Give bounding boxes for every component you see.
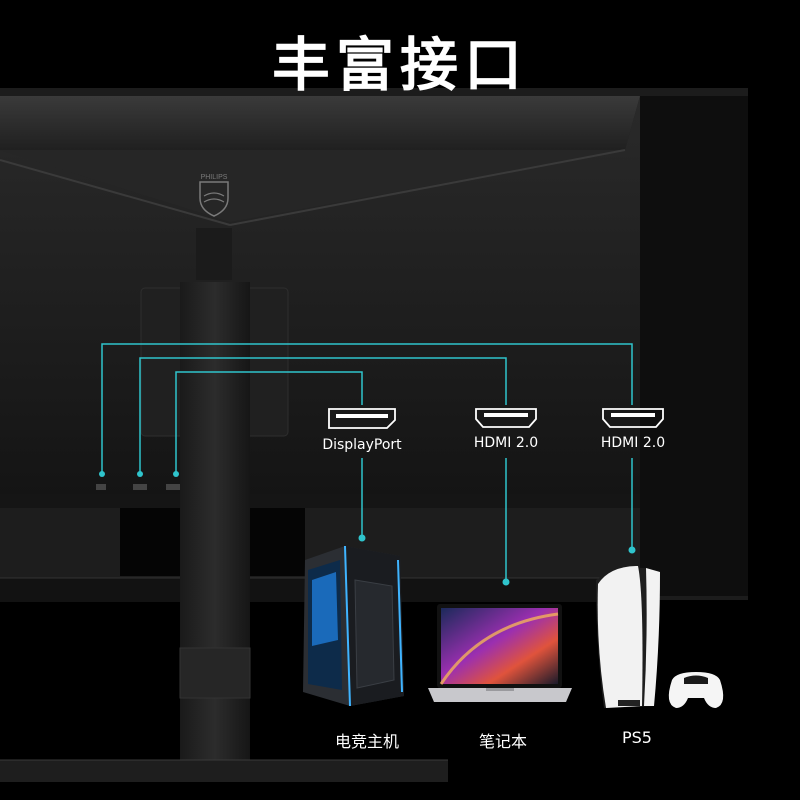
gaming-pc-icon [303,545,404,707]
hdmi-icon-2 [602,408,664,428]
monitor-stand [0,228,448,782]
ps5-console-icon [596,566,660,708]
device-label-ps5: PS5 [622,728,652,747]
port-label-displayport: DisplayPort [322,437,402,453]
monitor-back [0,88,748,602]
connector-lines [101,343,633,582]
port-label-hdmi-1: HDMI 2.0 [473,435,539,451]
hdmi-icon-1 [475,408,537,428]
ps5-controller-icon [668,672,724,708]
displayport-icon [328,408,396,429]
port-label-hdmi-2: HDMI 2.0 [600,435,666,451]
device-label-laptop: 笔记本 [478,732,527,751]
device-label-gaming-pc: 电竞主机 [334,732,399,751]
laptop-icon [428,604,572,702]
philips-logo: PHILIPS [199,174,229,217]
page-title: 丰富接口 [271,31,528,99]
brand-text: PHILIPS [201,174,228,181]
connector-dots [99,471,636,586]
